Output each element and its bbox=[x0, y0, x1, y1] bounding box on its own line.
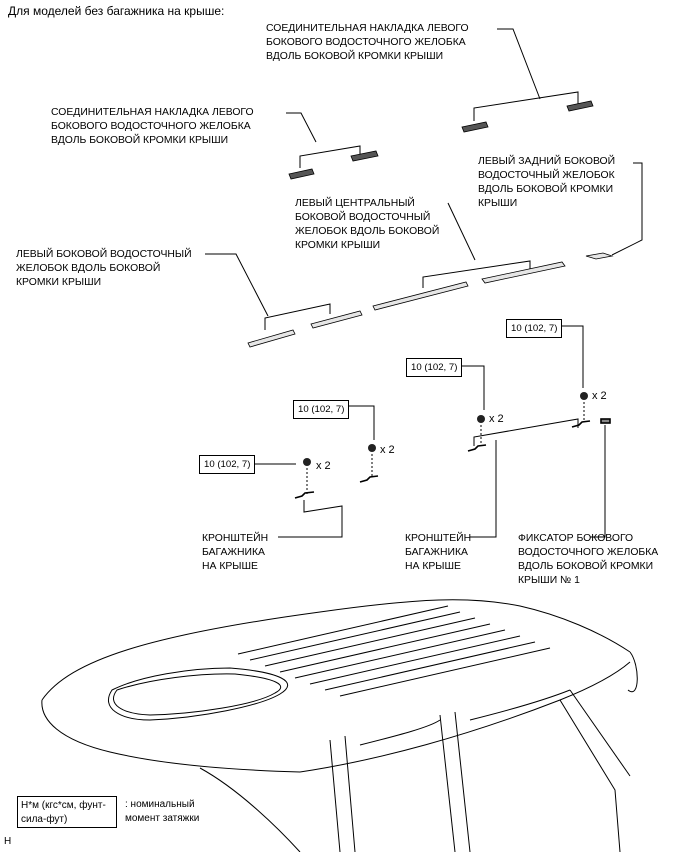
leader-torque-t4 bbox=[562, 325, 584, 388]
label-side-gutter: ЛЕВЫЙ БОКОВОЙ ВОДОСТОЧНЫЙ ЖЕЛОБОК ВДОЛЬ … bbox=[16, 249, 192, 288]
part-joint-covers bbox=[288, 100, 594, 180]
label-bracket-left: КРОНШТЕЙН БАГАЖНИКА НА КРЫШЕ bbox=[202, 533, 269, 572]
torque-spec-4: 10 (102, 7) bbox=[506, 319, 563, 338]
qty-bolt-3: x 2 bbox=[489, 413, 504, 425]
qty-bolt-2: x 2 bbox=[380, 444, 395, 456]
figure-marker: H bbox=[4, 836, 12, 847]
qty-bolt-4: x 2 bbox=[592, 390, 607, 402]
diagram-heading: Для моделей без багажника на крыше: bbox=[8, 4, 225, 18]
label-rear-gutter: ЛЕВЫЙ ЗАДНИЙ БОКОВОЙ ВОДОСТОЧНЫЙ ЖЕЛОБОК… bbox=[478, 156, 616, 209]
leader-side-gutter bbox=[205, 253, 269, 317]
label-center-gutter: ЛЕВЫЙ ЦЕНТРАЛЬНЫЙ БОКОВОЙ ВОДОСТОЧНЫЙ ЖЕ… bbox=[295, 198, 440, 251]
leader-bracket-right bbox=[473, 418, 579, 446]
bracket-center-gutter bbox=[422, 260, 531, 288]
part-gutters bbox=[247, 252, 614, 348]
vehicle-roof bbox=[41, 599, 638, 852]
leader-bracket-right-down bbox=[470, 440, 497, 538]
leader-joint-cover-lower bbox=[286, 112, 317, 143]
leader-torque-t3 bbox=[462, 365, 485, 410]
leader-rear-gutter bbox=[611, 162, 643, 256]
leader-retainer bbox=[590, 425, 606, 538]
leader-joint-cover-upper bbox=[497, 28, 541, 100]
part-brackets bbox=[294, 418, 611, 499]
torque-spec-3: 10 (102, 7) bbox=[406, 358, 463, 377]
leader-bracket-left bbox=[278, 500, 343, 538]
label-joint-cover-lower: СОЕДИНИТЕЛЬНАЯ НАКЛАДКА ЛЕВОГО БОКОВОГО … bbox=[51, 107, 254, 146]
bracket-side-gutter bbox=[264, 303, 331, 330]
torque-spec-1: 10 (102, 7) bbox=[293, 400, 350, 419]
legend-description: : номинальный момент затяжки bbox=[125, 799, 200, 824]
torque-spec-2: 10 (102, 7) bbox=[199, 455, 256, 474]
leader-torque-t1 bbox=[349, 405, 375, 440]
part-bolts bbox=[303, 392, 588, 466]
bracket-joint-cover-lower bbox=[299, 145, 361, 168]
label-retainer: ФИКСАТОР БОКОВОГО ВОДОСТОЧНОГО ЖЕЛОБКА В… bbox=[518, 533, 659, 586]
legend-unit-box: Н*м (кгс*см, фунт- сила-фут) bbox=[17, 796, 117, 828]
leader-center-gutter bbox=[447, 202, 476, 261]
qty-bolt-1: x 2 bbox=[316, 460, 331, 472]
bracket-joint-cover-upper bbox=[473, 91, 579, 121]
label-joint-cover-upper: СОЕДИНИТЕЛЬНАЯ НАКЛАДКА ЛЕВОГО БОКОВОГО … bbox=[266, 23, 469, 62]
label-bracket-right: КРОНШТЕЙН БАГАЖНИКА НА КРЫШЕ bbox=[405, 533, 472, 572]
